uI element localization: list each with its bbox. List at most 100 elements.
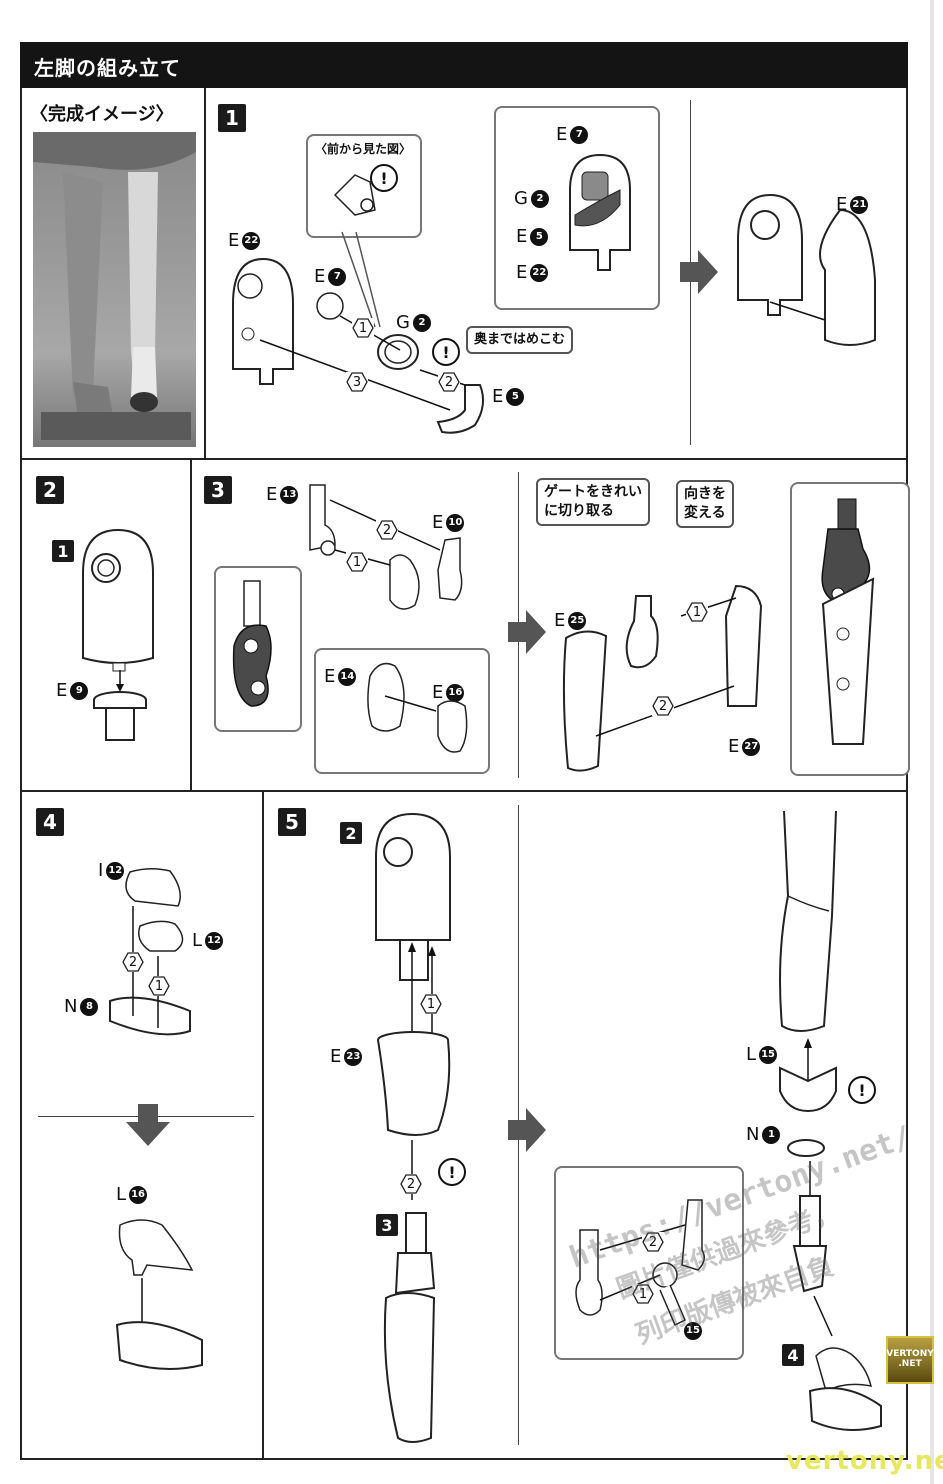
order-number: 2 — [128, 954, 138, 970]
order-number: 2 — [444, 374, 454, 390]
inset-ankle-parts-illustration — [575, 1199, 705, 1327]
part-letter: E — [432, 512, 444, 533]
order-marker: 2 — [376, 520, 398, 540]
part-number: 22 — [242, 231, 261, 250]
col-divider-r2a — [190, 458, 192, 790]
order-marker: 2 — [438, 372, 460, 392]
step4-sandal-illustration — [109, 868, 191, 1036]
part-letter: E — [516, 262, 528, 283]
part-number: 8 — [80, 997, 99, 1016]
part-number: 9 — [70, 681, 89, 700]
part-number: 21 — [850, 195, 869, 214]
hexagon-frame-icon — [346, 372, 368, 392]
ref-step-badge: 4 — [782, 1344, 804, 1366]
gate-callout-line1: ゲートをきれい — [544, 484, 642, 500]
logo-line2: .NET — [898, 1359, 922, 1369]
order-number: 2 — [648, 1234, 658, 1250]
part-number: 16 — [446, 683, 465, 702]
callout-pointer — [341, 231, 381, 328]
order-marker: 3 — [346, 372, 368, 392]
order-marker: 2 — [642, 1232, 664, 1252]
part-number: 7 — [328, 267, 347, 286]
step3-parts-illustration — [309, 484, 463, 610]
part-e7-illustration — [316, 292, 344, 320]
hexagon-frame-icon — [642, 1232, 664, 1252]
section-title: 左脚の組み立て — [34, 56, 181, 80]
ref-step-badge: 2 — [340, 822, 362, 844]
step4-result-illustration — [115, 1219, 203, 1370]
ref-step-badge: 1 — [52, 540, 74, 562]
warning-icon: ! — [370, 164, 398, 192]
e14-e16-illustration — [367, 662, 468, 753]
step-badge: 4 — [36, 808, 64, 836]
order-marker: 2 — [122, 952, 144, 972]
step3-right-illustration — [562, 584, 763, 772]
step-badge: 5 — [278, 808, 306, 836]
hexagon-frame-icon — [652, 696, 674, 716]
hexagon-frame-icon — [438, 372, 460, 392]
step5-knee-illustration — [375, 812, 451, 981]
part-letter: E — [56, 680, 68, 701]
order-marker: 1 — [148, 976, 170, 996]
part-l15-illustration — [779, 1038, 837, 1113]
part-number: 1 — [762, 1125, 781, 1144]
inset-joint-illustration — [232, 580, 272, 707]
order-number: 1 — [638, 1286, 648, 1302]
next-arrow-icon — [508, 1108, 546, 1152]
hexagon-frame-icon — [686, 602, 708, 622]
col-divider-r3a — [262, 790, 264, 1458]
order-marker: 1 — [346, 552, 368, 572]
part-number: 10 — [446, 513, 465, 532]
part-letter: E — [554, 610, 566, 631]
part-number: 15 — [684, 1321, 702, 1340]
upper-leg-illustration — [779, 810, 837, 1032]
part-letter: L — [746, 1044, 757, 1065]
part-number: 5 — [530, 227, 549, 246]
part-letter: G — [396, 312, 410, 333]
part-number: 16 — [129, 1185, 148, 1204]
order-marker: 2 — [400, 1174, 422, 1194]
inset-part-15: 15 — [684, 1318, 702, 1340]
order-number: 1 — [358, 320, 368, 336]
part-number: 2 — [412, 313, 431, 332]
gate-callout-line2: に切り取る — [544, 502, 614, 519]
part-number: 22 — [530, 263, 549, 282]
front-view-part-illustration — [333, 174, 376, 216]
logo-line1: VERTONY — [886, 1349, 934, 1360]
row-divider-2 — [20, 790, 908, 792]
warning-icon: ! — [438, 1158, 466, 1186]
part-letter: E — [324, 666, 336, 687]
page-edge — [930, 0, 934, 1484]
part-letter: E — [492, 386, 504, 407]
part-letter: E — [516, 226, 528, 247]
step2-assembly-illustration — [82, 528, 154, 672]
part-number: 5 — [506, 387, 525, 406]
part-number: 2 — [530, 189, 549, 208]
ref-step-badge: 3 — [376, 1214, 398, 1236]
part-number: 15 — [759, 1045, 778, 1064]
row-divider-1 — [20, 458, 908, 460]
order-number: 1 — [692, 604, 702, 620]
hexagon-frame-icon — [400, 1174, 422, 1194]
completed-image-label: 〈完成イメージ〉 — [30, 104, 174, 125]
part-letter: E — [330, 1046, 342, 1067]
warning-icon: ! — [848, 1076, 876, 1104]
hexagon-frame-icon — [632, 1284, 654, 1304]
part-number: 27 — [742, 737, 761, 756]
order-marker: 1 — [686, 602, 708, 622]
inset-assembly-illustration — [569, 153, 631, 271]
part-letter: E — [228, 230, 240, 251]
